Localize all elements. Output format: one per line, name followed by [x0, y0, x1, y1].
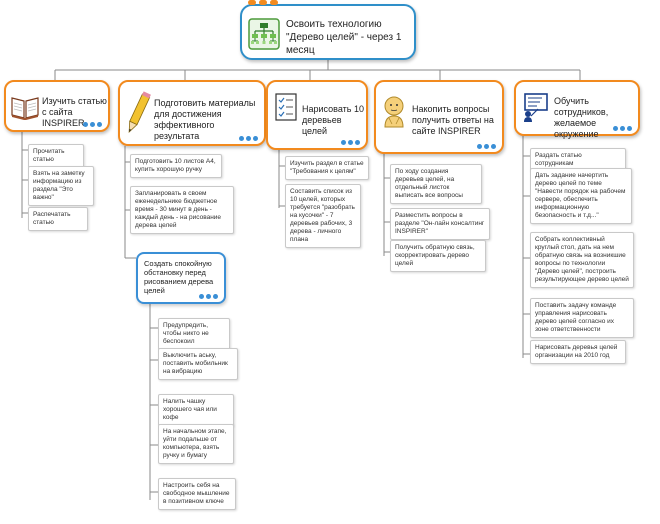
note-item: Дать задание начертить дерево целей по т… [530, 168, 632, 224]
presentation-board-icon [524, 93, 548, 122]
note-item: Составить список из 10 целей, которых тр… [285, 184, 361, 248]
node-dots [83, 122, 102, 127]
note-item: Получить обратную связь, скорректировать… [390, 240, 486, 272]
note-item: Разместить вопросы в разделе "Он-лайн ко… [390, 208, 490, 240]
branch-label: Нарисовать 10 деревьев целей [302, 104, 364, 136]
note-item: Поставить задачу команде управления нари… [530, 298, 634, 338]
node-dots [239, 136, 258, 141]
subgoal-node-calm-setting[interactable]: Создать спокойную обстановку перед рисов… [136, 252, 226, 304]
subgoal-label: Создать спокойную обстановку перед рисов… [144, 259, 214, 295]
branch-node-draw-trees[interactable]: Нарисовать 10 деревьев целей [266, 80, 368, 150]
note-item: Собрать коллективный круглый стол, дать … [530, 232, 634, 288]
note-item: Изучить раздел в статье "Требования к це… [285, 156, 369, 180]
note-item: По ходу создания деревьев целей, на отде… [390, 164, 482, 204]
branch-label: Изучить статью с сайта INSPIRER [42, 96, 107, 128]
branch-label: Подготовить материалы для достижения эфф… [154, 98, 256, 141]
node-dots [341, 140, 360, 145]
node-dots [199, 294, 218, 299]
branch-label: Накопить вопросы получить ответы на сайт… [412, 104, 494, 136]
note-item: Предупредить, чтобы никто не беспокоил [158, 318, 230, 350]
branch-node-collect-questions[interactable]: Накопить вопросы получить ответы на сайт… [374, 80, 504, 154]
note-item: Подготовить 10 листов А4, купить хорошую… [130, 154, 222, 178]
root-goal-label: Освоить технологию "Дерево целей" - чере… [286, 19, 402, 56]
branch-node-study-article[interactable]: Изучить статью с сайта INSPIRER [4, 80, 110, 132]
note-item: Взять на заметку информацию из раздела "… [28, 166, 94, 206]
note-item: Прочитать статью [28, 144, 84, 168]
note-item: Запланировать в своем еженедельнике бюдж… [130, 186, 234, 234]
note-item: На начальном этапе, уйти подальше от ком… [158, 424, 234, 464]
checklist-icon [275, 93, 297, 121]
branch-node-prepare-materials[interactable]: Подготовить материалы для достижения эфф… [118, 80, 266, 146]
note-item: Выключить аську, поставить мобильник на … [158, 348, 238, 380]
node-dots [248, 0, 278, 5]
open-book-icon [11, 97, 39, 120]
branch-node-train-staff[interactable]: Обучить сотрудников, желаемое окружение [514, 80, 640, 139]
note-item: Настроить себя на свободное мышление в п… [158, 478, 236, 510]
root-goal-node[interactable]: Освоить технологию "Дерево целей" - чере… [240, 0, 416, 60]
note-item: Распечатать статью [28, 207, 88, 231]
tree-chart-icon [248, 18, 280, 50]
note-item: Налить чашку хорошего чая или кофе [158, 394, 234, 426]
pencil-icon [128, 91, 151, 134]
branch-label: Обучить сотрудников, желаемое окружение [554, 96, 609, 139]
node-dots [613, 126, 632, 131]
note-item: Нарисовать деревья целей организации на … [530, 340, 626, 364]
thinking-person-icon [384, 96, 404, 128]
node-dots [477, 144, 496, 149]
